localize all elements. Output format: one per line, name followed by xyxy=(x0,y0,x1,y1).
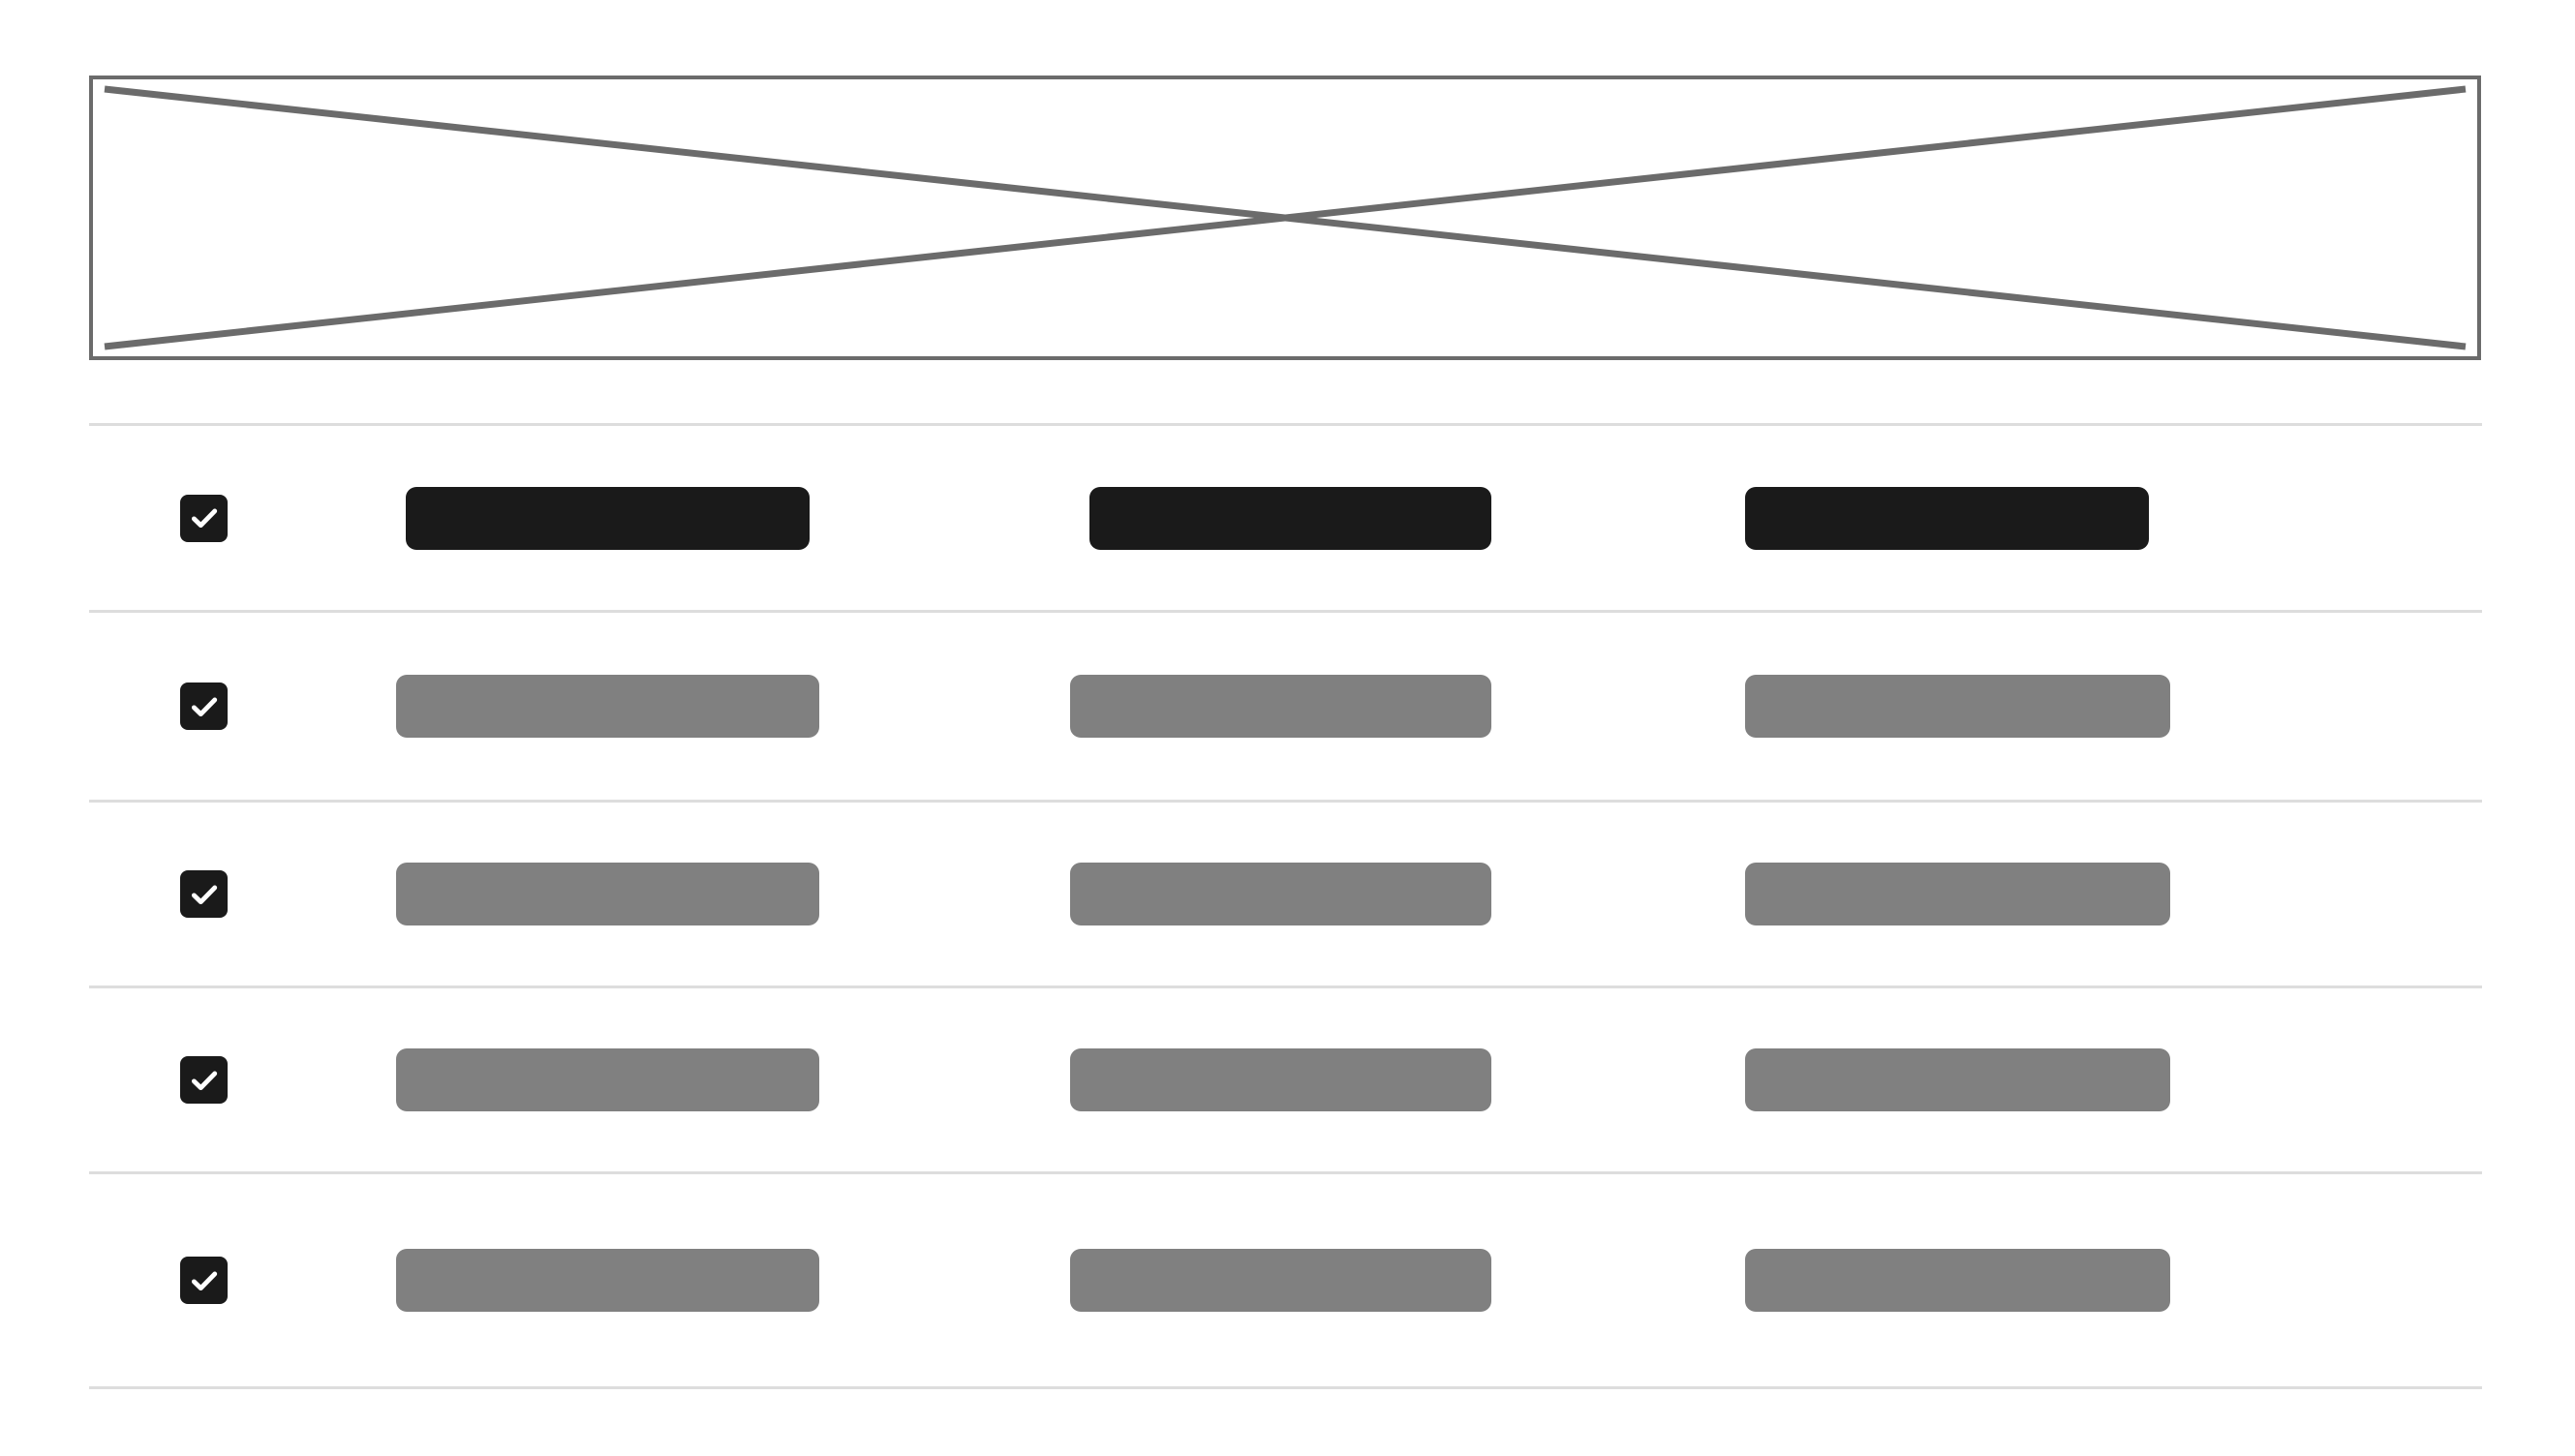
cell-column-3 xyxy=(1646,1249,2482,1312)
checkmark-icon xyxy=(191,697,217,716)
text-placeholder-bar xyxy=(1070,1048,1491,1111)
row-divider xyxy=(89,423,2482,426)
table-row[interactable] xyxy=(89,426,2482,610)
cell-column-2 xyxy=(988,486,1646,550)
text-placeholder-bar xyxy=(396,863,819,925)
text-placeholder-bar xyxy=(1745,486,2149,550)
row-select-cell[interactable] xyxy=(89,1056,319,1104)
cell-column-2 xyxy=(988,1249,1646,1312)
broken-image-placeholder xyxy=(89,76,2481,360)
cell-column-1 xyxy=(319,486,988,550)
row-checkbox[interactable] xyxy=(180,1056,228,1104)
text-placeholder-bar xyxy=(1070,863,1491,925)
text-placeholder-bar xyxy=(1070,675,1491,738)
checkmark-icon xyxy=(191,885,217,904)
checkmark-icon xyxy=(191,508,217,529)
row-select-cell[interactable] xyxy=(89,494,319,542)
text-placeholder-bar xyxy=(406,486,810,550)
cell-column-1 xyxy=(319,1249,988,1312)
skeleton-table xyxy=(89,423,2482,1389)
cell-column-3 xyxy=(1646,486,2482,550)
text-placeholder-bar xyxy=(1070,1249,1491,1312)
table-row[interactable] xyxy=(89,1174,2482,1386)
text-placeholder-bar xyxy=(396,675,819,738)
row-checkbox[interactable] xyxy=(180,682,228,730)
text-placeholder-bar xyxy=(1745,675,2170,738)
table-row[interactable] xyxy=(89,613,2482,800)
checkmark-icon xyxy=(191,1271,217,1290)
text-placeholder-bar xyxy=(396,1249,819,1312)
cell-column-2 xyxy=(988,675,1646,738)
row-divider xyxy=(89,1171,2482,1174)
row-select-cell[interactable] xyxy=(89,1257,319,1304)
broken-image-icon xyxy=(104,85,2467,350)
row-checkbox[interactable] xyxy=(180,870,228,918)
row-divider xyxy=(89,800,2482,803)
row-divider xyxy=(89,610,2482,613)
cell-column-2 xyxy=(988,863,1646,925)
cell-column-3 xyxy=(1646,675,2482,738)
text-placeholder-bar xyxy=(1745,1048,2170,1111)
cell-column-3 xyxy=(1646,1048,2482,1111)
table-row[interactable] xyxy=(89,988,2482,1171)
cell-column-2 xyxy=(988,1048,1646,1111)
row-select-cell[interactable] xyxy=(89,870,319,918)
text-placeholder-bar xyxy=(1089,486,1491,550)
table-row[interactable] xyxy=(89,803,2482,986)
cell-column-3 xyxy=(1646,863,2482,925)
row-checkbox[interactable] xyxy=(180,494,228,542)
text-placeholder-bar xyxy=(396,1048,819,1111)
text-placeholder-bar xyxy=(1745,863,2170,925)
row-divider xyxy=(89,986,2482,988)
text-placeholder-bar xyxy=(1745,1249,2170,1312)
cell-column-1 xyxy=(319,1048,988,1111)
row-divider xyxy=(89,1386,2482,1389)
cell-column-1 xyxy=(319,863,988,925)
checkmark-icon xyxy=(191,1071,217,1090)
cell-column-1 xyxy=(319,675,988,738)
row-checkbox[interactable] xyxy=(180,1257,228,1304)
row-select-cell[interactable] xyxy=(89,682,319,730)
